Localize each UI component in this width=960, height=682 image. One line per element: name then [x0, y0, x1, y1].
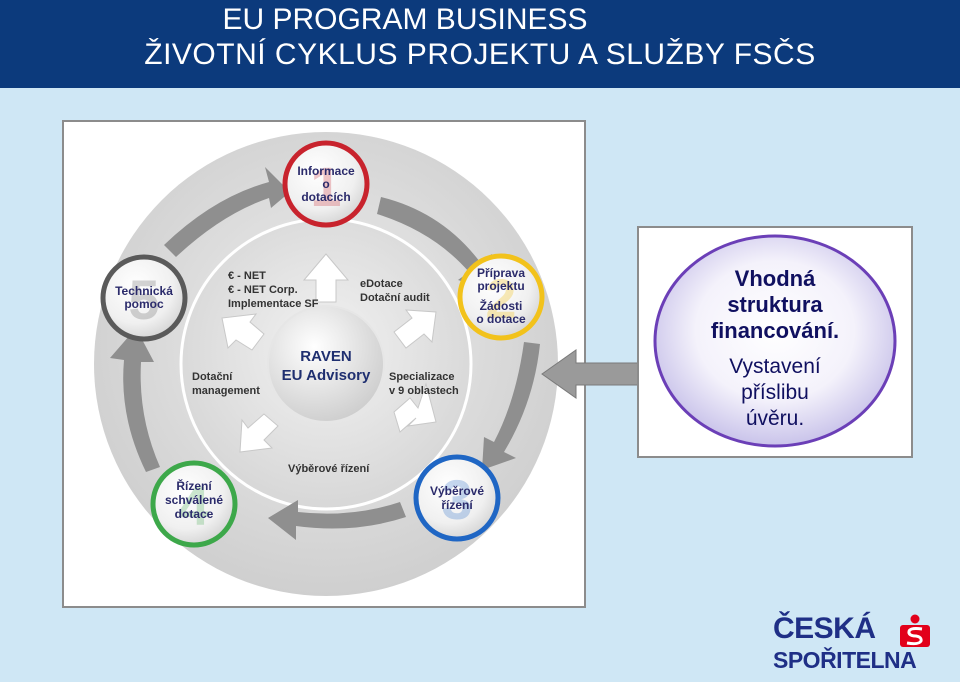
stage-2-line4: o dotace: [476, 312, 526, 326]
arrow-informace-to-priprava: [377, 197, 492, 290]
label-oblasti: v 9 oblastech: [389, 385, 459, 397]
cycle-arrows: [110, 167, 540, 540]
stage-1-line1: Informace: [297, 164, 355, 178]
financing-line5: příslibu: [741, 381, 809, 404]
label-dotacni-audit: Dotační audit: [360, 292, 430, 304]
stage-4-line3: dotace: [175, 507, 214, 521]
logo-word1: ČESKÁ: [773, 612, 876, 645]
center-subtitle: EU Advisory: [282, 367, 371, 384]
header-title-line2: ŽIVOTNÍ CYKLUS PROJEKTU A SLUŽBY FSČS: [144, 38, 816, 71]
financing-text: Vhodná struktura financování. Vystavení …: [651, 266, 899, 432]
inner-arrow-right-up: [393, 309, 437, 349]
financing-line1: Vhodná: [734, 266, 816, 291]
slide-header: EU PROGRAM BUSINESS ŽIVOTNÍ CYKLUS PROJE…: [0, 0, 960, 88]
stage-4-number: 4: [178, 474, 209, 537]
stage-node-4: 4 Řízení schválené dotace: [150, 460, 238, 548]
stage-4-line1: Řízení: [176, 478, 212, 493]
stage-node-5: 5 Technická pomoc: [100, 254, 188, 342]
stage-node-2: 2 Příprava projektu Žádosti o dotace: [457, 253, 545, 341]
stage-5-number: 5: [128, 268, 159, 331]
stage-2-line1: Příprava: [477, 266, 525, 280]
stage-node-1: 1 Informace o dotacích: [282, 140, 370, 228]
label-dotacni: Dotační: [192, 371, 233, 383]
label-specializace: Specializace: [389, 371, 454, 383]
stage-2-line2: projektu: [477, 279, 524, 293]
inner-arrow-left-down: [239, 413, 279, 453]
financing-line6: úvěru.: [745, 407, 805, 430]
center-title: RAVEN: [300, 348, 351, 365]
arrow-rizeni-to-technicka: [110, 328, 160, 472]
stage-4-line2: schválené: [165, 493, 223, 507]
stage-2-line3: Žádosti: [480, 298, 523, 313]
stage-node-3: 3 Výběrové řízení: [413, 454, 501, 542]
stage-1-number: 1: [310, 155, 341, 218]
label-net: € - NET: [228, 270, 266, 282]
inner-arrow-up: [302, 253, 350, 303]
arrow-priprava-to-vyberove: [482, 342, 540, 470]
stage-3-line2: řízení: [441, 498, 473, 512]
stage-1-line3: dotacích: [301, 190, 350, 204]
label-vyberove-rizeni: Výběrové řízení: [288, 463, 370, 475]
inner-arrows: [221, 253, 437, 453]
stage-3-number: 3: [441, 468, 472, 531]
label-net-corp: € - NET Corp.: [228, 284, 298, 296]
financing-oval: [653, 234, 897, 448]
label-management: management: [192, 385, 260, 397]
lifecycle-diagram: RAVEN EU Advisory € - NET € - NET Corp. …: [62, 120, 586, 608]
stage-2-number: 2: [485, 267, 516, 330]
header-title-line1: EU PROGRAM BUSINESS: [222, 3, 588, 36]
financing-line3: financování.: [710, 318, 840, 343]
label-implementace: Implementace SF: [228, 298, 319, 310]
stage-3-line1: Výběrové: [430, 484, 484, 498]
logo-word2: SPOŘITELNA: [773, 647, 917, 673]
lifecycle-diagram-svg: RAVEN EU Advisory € - NET € - NET Corp. …: [94, 132, 558, 596]
financing-line4: Vystavení: [729, 355, 821, 378]
center-circle: [267, 305, 385, 423]
financing-line2: struktura: [727, 292, 823, 317]
arrow-vyberove-to-rizeni: [268, 500, 406, 540]
logo-s-emblem-icon: [900, 614, 930, 647]
stage-5-line2: pomoc: [124, 297, 164, 311]
label-edotace: eDotace: [360, 278, 403, 290]
ceska-sporitelna-logo: ČESKÁ SPOŘITELNA: [773, 612, 935, 678]
inner-arrow-left-up: [221, 313, 265, 351]
stage-5-line1: Technická: [115, 284, 173, 298]
stage-1-line2: o: [322, 177, 329, 191]
inner-arrow-right-down: [393, 382, 437, 433]
arrow-technicka-to-informace: [164, 167, 290, 257]
